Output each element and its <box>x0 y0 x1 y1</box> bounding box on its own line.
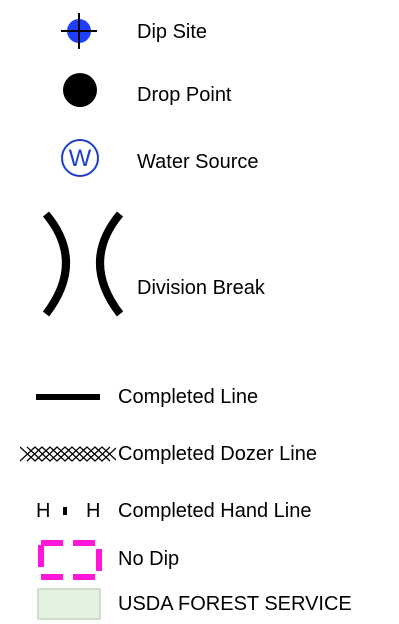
filled-circle-icon <box>63 73 97 107</box>
legend-label-water-source: Water Source <box>137 151 259 173</box>
legend-label-drop-point: Drop Point <box>137 84 232 106</box>
legend-item-water-source: W Water Source <box>0 124 399 194</box>
legend-label-completed-hand-line: Completed Hand Line <box>118 500 312 522</box>
parentheses-break-icon <box>42 211 124 317</box>
legend-item-completed-hand-line: H H Completed Hand Line <box>0 490 399 534</box>
legend-label-usda-forest-service: USDA FOREST SERVICE <box>118 593 352 615</box>
legend-item-completed-dozer-line: Completed Dozer Line <box>0 432 399 482</box>
legend-item-drop-point: Drop Point <box>0 60 399 124</box>
legend-label-no-dip: No Dip <box>118 548 180 570</box>
svg-text:W: W <box>69 145 92 172</box>
legend-item-division-break: Division Break <box>0 194 399 354</box>
legend-item-completed-line: Completed Line <box>0 372 399 422</box>
legend-item-no-dip: No Dip <box>0 536 399 582</box>
hand-line-dash <box>63 507 67 515</box>
filled-rectangle-icon <box>37 588 101 620</box>
legend-label-dip-site: Dip Site <box>137 21 208 43</box>
cross-hatch-line-icon <box>20 446 116 462</box>
dashed-rectangle-icon <box>38 540 102 580</box>
hand-line-h-left: H <box>36 500 51 522</box>
crosshair-circle-icon <box>61 13 97 49</box>
solid-line-icon <box>36 394 100 400</box>
legend-label-completed-line: Completed Line <box>118 386 259 408</box>
hand-line-h-right: H <box>86 500 101 522</box>
legend-label-completed-dozer-line: Completed Dozer Line <box>118 443 317 465</box>
legend-item-usda-forest-service: USDA FOREST SERVICE <box>0 584 399 624</box>
letter-w-circle-icon: W <box>61 139 99 177</box>
legend-item-dip-site: Dip Site <box>0 0 399 60</box>
legend-label-division-break: Division Break <box>137 277 265 299</box>
